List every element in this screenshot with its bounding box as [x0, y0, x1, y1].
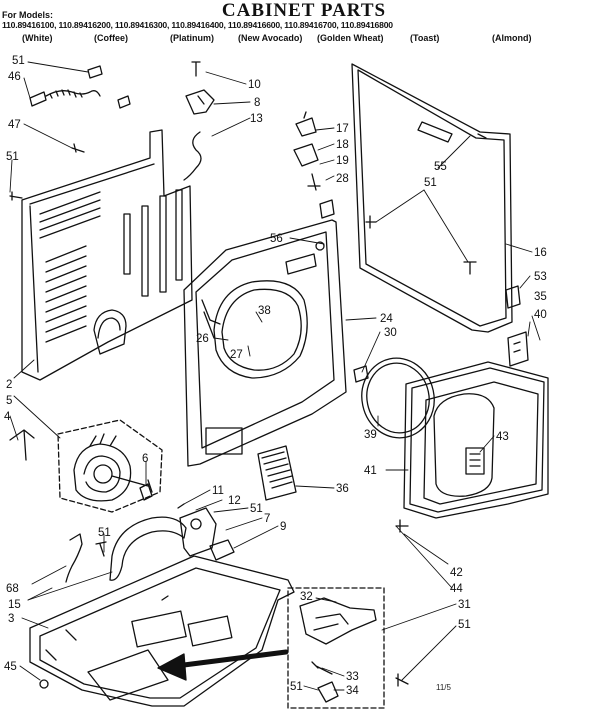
label-12: 12 [228, 495, 241, 507]
label-7: 7 [264, 513, 270, 525]
label-36: 36 [336, 483, 349, 495]
label-38: 38 [258, 305, 271, 317]
label-13: 13 [250, 113, 263, 125]
label-45: 45 [4, 661, 17, 673]
control-hardware [293, 111, 335, 219]
corner-note: 11/5 [436, 683, 452, 692]
side-brackets [505, 285, 529, 367]
label-19: 19 [336, 155, 349, 167]
terminal-block-hardware [87, 65, 131, 109]
diagram-title: CABINET PARTS [221, 0, 387, 21]
label-51: 51 [12, 55, 25, 67]
idler-assembly [177, 503, 235, 561]
label-2: 2 [6, 379, 12, 391]
door-assembly [403, 361, 549, 519]
label-31: 31 [458, 599, 471, 611]
label-16: 16 [534, 247, 547, 259]
label-5: 5 [6, 395, 12, 407]
label-10: 10 [248, 79, 261, 91]
label-24: 24 [380, 313, 393, 325]
label-17: 17 [336, 123, 349, 135]
label-51: 51 [250, 503, 263, 515]
label-11: 11 [212, 485, 224, 497]
label-46: 46 [8, 71, 21, 83]
bracket-8 [185, 89, 215, 115]
label-27: 27 [230, 349, 243, 361]
label-53: 53 [534, 271, 547, 283]
leader-lines [9, 61, 541, 691]
loose-screws [365, 215, 477, 687]
color-platinum: (Platinum) [170, 33, 214, 43]
label-68: 68 [6, 583, 19, 595]
rear-panel [21, 129, 193, 381]
power-cord-strain-relief [29, 89, 101, 107]
label-4: 4 [4, 411, 11, 423]
label-35: 35 [534, 291, 547, 303]
motor-assembly [9, 419, 163, 513]
label-51: 51 [6, 151, 19, 163]
label-42: 42 [450, 567, 463, 579]
wire-clip-68 [65, 533, 83, 583]
color-coffee: (Coffee) [94, 33, 128, 43]
label-41: 41 [364, 465, 377, 477]
top-panel [351, 63, 513, 333]
drive-belt [109, 516, 187, 581]
label-30: 30 [384, 327, 397, 339]
label-8: 8 [254, 97, 260, 109]
screw-10 [191, 61, 201, 77]
label-51: 51 [290, 681, 303, 693]
color-white: (White) [22, 33, 53, 43]
lint-filter-panel [257, 445, 297, 501]
label-9: 9 [280, 521, 286, 533]
label-55: 55 [434, 161, 447, 173]
label-44: 44 [450, 583, 463, 595]
label-39: 39 [364, 429, 377, 441]
label-18: 18 [336, 139, 349, 151]
model-numbers: 110.89416100, 110.89416200, 110.89416300… [2, 20, 393, 30]
label-51: 51 [98, 527, 111, 539]
label-15: 15 [8, 599, 21, 611]
color-new-avocado: (New Avocado) [238, 33, 303, 43]
label-26: 26 [196, 333, 209, 345]
label-6: 6 [142, 453, 148, 465]
part-number-labels: 51 46 47 51 2 5 4 6 10 8 13 17 18 19 28 … [4, 55, 547, 697]
label-47: 47 [8, 119, 21, 131]
base-assembly [29, 555, 295, 707]
wire-harness-13 [183, 131, 202, 181]
front-panel [183, 219, 347, 467]
color-toast: (Toast) [410, 33, 440, 43]
label-33: 33 [346, 671, 359, 683]
label-51: 51 [424, 177, 437, 189]
screw-47 [71, 143, 85, 153]
color-almond: (Almond) [492, 33, 532, 43]
label-40: 40 [534, 309, 547, 321]
screw-51-left [9, 191, 23, 201]
label-51: 51 [458, 619, 471, 631]
label-56: 56 [270, 233, 283, 245]
label-28: 28 [336, 173, 349, 185]
direction-arrow [157, 649, 289, 681]
label-43: 43 [496, 431, 509, 443]
label-34: 34 [346, 685, 359, 697]
label-32: 32 [300, 591, 313, 603]
color-golden-wheat: (Golden Wheat) [317, 33, 384, 43]
models-label: For Models: [2, 10, 53, 20]
label-3: 3 [8, 613, 14, 625]
screw-51-belt [95, 541, 107, 557]
drum-seal-ring [353, 357, 435, 439]
